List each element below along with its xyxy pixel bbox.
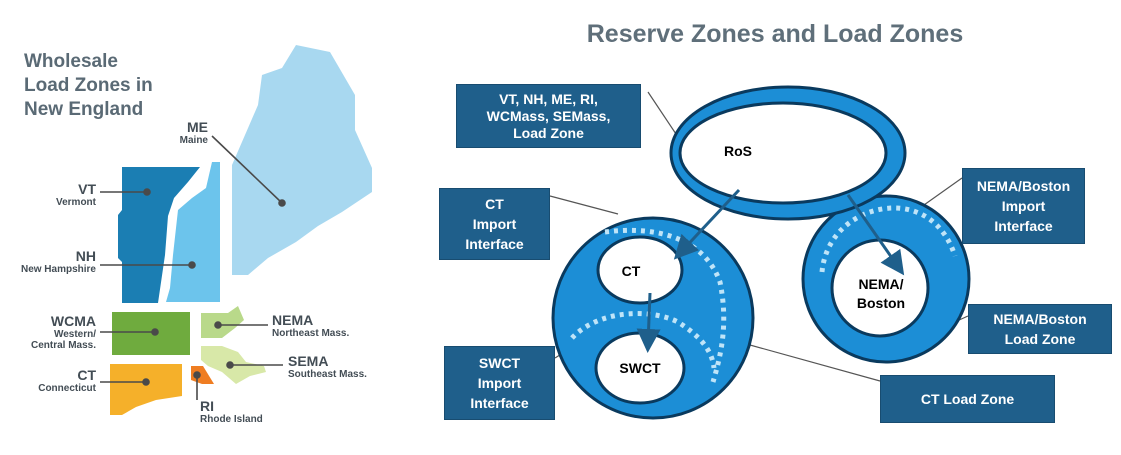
callout-ros-load-zone-line-3: Load Zone <box>513 124 584 141</box>
zone-nema-label-line-2: Boston <box>856 295 906 311</box>
leader-ct-import <box>549 195 619 215</box>
arrow-ros-to-ct <box>673 188 741 260</box>
label-me: ME Maine <box>150 119 208 146</box>
label-ri-abbr: RI <box>200 398 214 414</box>
callout-ros-load-zone: VT, NH, ME, RI, WCMass, SEMass, Load Zon… <box>456 84 641 148</box>
label-ct: CT Connecticut <box>10 367 96 394</box>
leader-nh-dot <box>188 261 196 269</box>
region-connecticut <box>110 364 182 415</box>
region-wcma <box>112 312 190 355</box>
callout-nema-import-line-1: NEMA/Boston <box>976 178 1071 194</box>
label-wcma-abbr: WCMA <box>50 313 96 329</box>
label-vt-abbr: VT <box>78 181 96 197</box>
zone-ros-ellipse <box>678 101 888 205</box>
callout-nema-load-zone-line-2: Load Zone <box>1004 331 1076 347</box>
zone-ct-ellipse <box>596 235 684 305</box>
callout-swct-import-interface: SWCT Import Interface <box>444 346 555 420</box>
label-vt: VT Vermont <box>20 181 96 208</box>
leader-me-dot <box>278 199 286 207</box>
label-ri-name: Rhode Island <box>200 414 263 425</box>
label-nema-name: Northeast Mass. <box>272 328 350 339</box>
callout-swct-import-line-2: Import <box>477 375 522 391</box>
leader-sema-dot <box>226 361 234 369</box>
label-ri: RI Rhode Island <box>200 398 290 425</box>
leader-nema-dot <box>214 321 222 329</box>
label-sema-abbr: SEMA <box>288 353 329 369</box>
diagram-title: Reserve Zones and Load Zones <box>586 20 964 48</box>
leader-ri-dot <box>193 371 201 379</box>
map-title: Wholesale Load Zones in New England <box>24 50 174 122</box>
new-england-map <box>100 45 372 415</box>
leader-wcma-dot <box>151 328 159 336</box>
leader-ct-dot <box>142 378 150 386</box>
zone-nema-label: NEMA/ Boston <box>846 275 916 313</box>
region-vermont <box>118 167 200 303</box>
region-maine <box>232 45 372 275</box>
callout-ros-load-zone-line-2: WCMass, SEMass, <box>486 107 611 124</box>
region-new-hampshire <box>166 162 220 302</box>
arrow-ct-to-swct <box>636 292 661 353</box>
callout-ros-load-zone-line-1: VT, NH, ME, RI, <box>499 90 598 107</box>
callout-nema-load-zone: NEMA/Boston Load Zone <box>968 304 1112 354</box>
zone-ct-label: CT <box>621 263 641 279</box>
leader-vt-dot <box>143 188 151 196</box>
label-sema-name: Southeast Mass. <box>288 369 367 380</box>
arrow-ros-to-nema <box>846 194 905 276</box>
region-nema <box>201 306 244 338</box>
label-ct-abbr: CT <box>77 367 96 383</box>
callout-ct-import-interface: CT Import Interface <box>439 188 550 260</box>
callout-ct-import-line-3: Interface <box>465 236 524 252</box>
label-wcma-name-1: Western/ <box>53 329 96 340</box>
label-nh-name: New Hampshire <box>20 264 96 275</box>
label-ct-name: Connecticut <box>38 383 96 394</box>
callout-ct-import-line-2: Import <box>472 216 517 232</box>
callout-ct-load-zone-line-1: CT Load Zone <box>920 391 1015 407</box>
callout-ct-load-zone: CT Load Zone <box>880 375 1055 423</box>
zone-nema-label-line-1: NEMA/ <box>858 276 904 292</box>
label-nh: NH New Hampshire <box>4 248 96 275</box>
map-title-line-2: Load Zones in <box>24 75 153 96</box>
leader-ct-load-zone <box>731 339 881 382</box>
label-sema: SEMA Southeast Mass. <box>288 353 388 380</box>
ct-import-dotted-boundary <box>604 227 727 383</box>
zone-swct-label: SWCT <box>619 360 661 376</box>
zone-ros-label: RoS <box>724 143 752 159</box>
callout-nema-load-zone-line-1: NEMA/Boston <box>993 311 1087 327</box>
swct-import-dotted-boundary <box>570 311 717 369</box>
label-vt-name: Vermont <box>55 197 96 208</box>
label-nema-abbr: NEMA <box>272 312 314 328</box>
label-nema: NEMA Northeast Mass. <box>272 312 382 339</box>
callout-swct-import-line-1: SWCT <box>478 355 521 371</box>
label-nh-abbr: NH <box>75 248 96 264</box>
map-title-line-3: New England <box>24 99 144 120</box>
leader-me <box>211 135 283 204</box>
callout-nema-import-line-3: Interface <box>994 218 1053 234</box>
label-me-abbr: ME <box>187 119 208 135</box>
label-wcma: WCMA Western/ Central Mass. <box>10 313 96 351</box>
map-title-line-1: Wholesale <box>24 51 118 72</box>
callout-swct-import-line-3: Interface <box>470 395 529 411</box>
label-wcma-name-2: Central Mass. <box>30 340 96 351</box>
callout-nema-import-line-2: Import <box>1001 198 1046 214</box>
label-me-name: Maine <box>179 135 208 146</box>
callout-nema-import-interface: NEMA/Boston Import Interface <box>962 168 1085 244</box>
callout-ct-import-line-1: CT <box>485 196 504 212</box>
reserve-zones-diagram <box>549 85 971 420</box>
